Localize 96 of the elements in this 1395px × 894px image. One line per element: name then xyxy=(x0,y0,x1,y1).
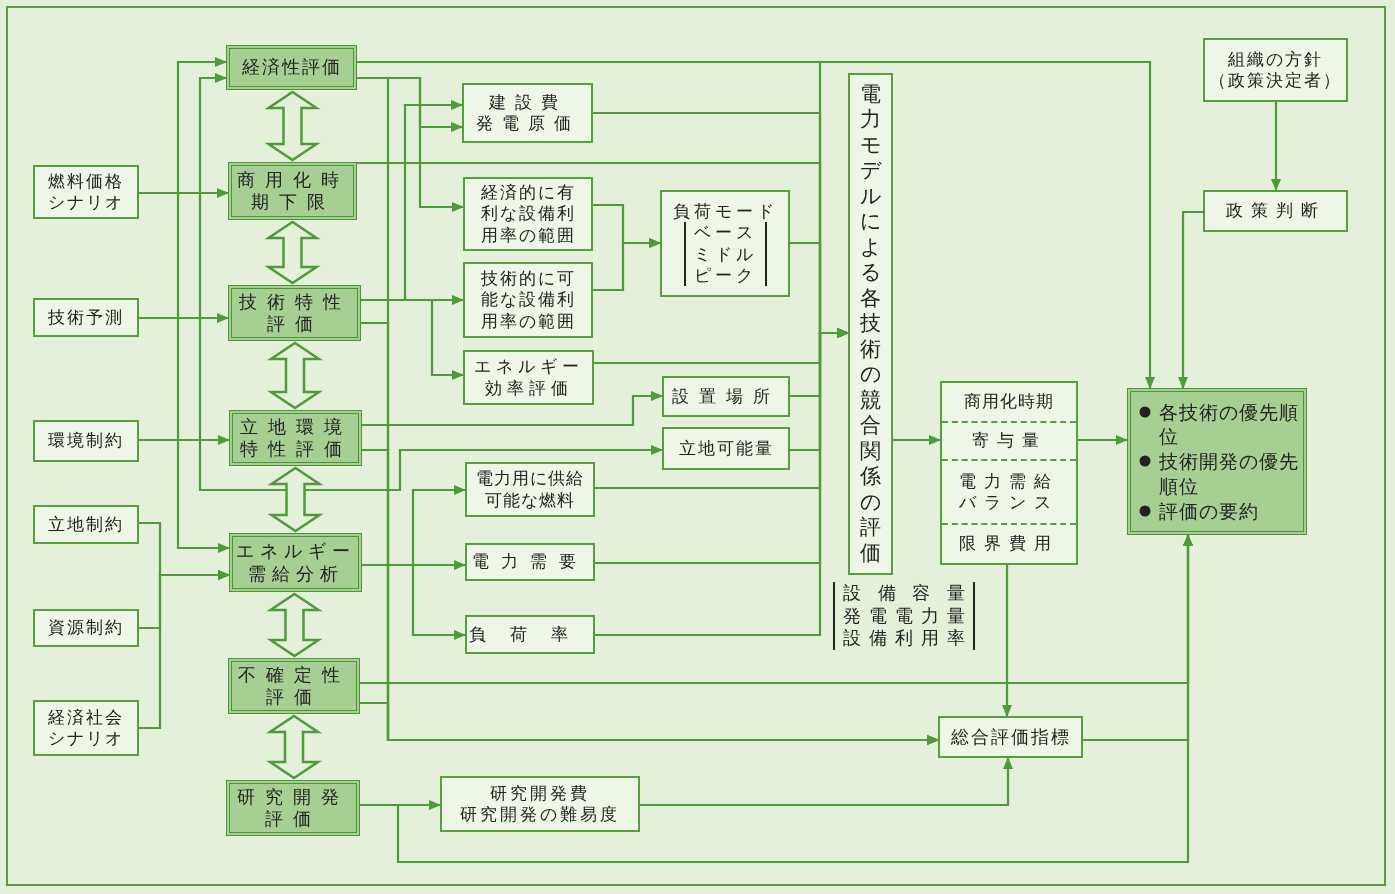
process-box xyxy=(440,776,640,832)
label-text: 政策判断 xyxy=(1225,200,1326,222)
label-text: 組織の方針 xyxy=(1228,48,1323,70)
highlighted-box xyxy=(228,285,361,341)
process-box xyxy=(33,700,139,756)
double-arrow xyxy=(264,220,321,285)
process-box xyxy=(465,462,595,517)
double-arrow xyxy=(264,90,321,162)
arrow xyxy=(640,757,1013,807)
double-arrow xyxy=(267,466,324,533)
arrow xyxy=(1271,102,1281,191)
label-text: 立地可能量 xyxy=(678,437,774,460)
note-text: 設備利用率 xyxy=(843,627,965,650)
arrow xyxy=(139,570,230,730)
label-text: 経済的に有利な設備利用率の範囲 xyxy=(480,182,576,246)
arrow xyxy=(139,191,230,553)
label-text: 建設費 xyxy=(488,91,567,113)
label-text: 経済性評価 xyxy=(241,56,342,79)
process-box xyxy=(1203,190,1348,232)
process-box xyxy=(1203,38,1348,102)
highlighted-box xyxy=(229,410,362,466)
double-arrow xyxy=(265,714,323,780)
process-box xyxy=(463,262,593,338)
arrow xyxy=(1083,534,1193,742)
arrow xyxy=(893,435,941,445)
label-text: 研究開発の難易度 xyxy=(460,804,620,826)
process-box xyxy=(465,543,595,581)
label-text: 限界費用 xyxy=(958,533,1060,555)
highlighted-box xyxy=(226,45,357,90)
label-text: ピーク xyxy=(693,264,757,286)
label-text: 各技術の優先順位 xyxy=(1159,400,1299,448)
arrow xyxy=(1002,565,1012,717)
process-box xyxy=(33,420,139,462)
label-text: 電力需給バランス xyxy=(958,470,1060,514)
highlighted-box xyxy=(1127,388,1307,535)
process-box xyxy=(662,376,790,417)
process-box xyxy=(465,615,595,654)
process-box xyxy=(660,190,790,297)
label-text: （政策決定者） xyxy=(1209,70,1342,92)
arrow xyxy=(595,328,849,637)
label-text: 技術予測 xyxy=(48,306,124,329)
label-text: 研究開発評価 xyxy=(237,785,349,831)
label-text: 電力モデルによる各技術の競合関係の評価 xyxy=(858,81,883,567)
label-text: 技術開発の優先順位 xyxy=(1159,450,1299,497)
label-text: 負荷率 xyxy=(468,623,592,646)
process-box xyxy=(33,609,139,647)
result-table xyxy=(940,381,1078,565)
label-text: 研究開発費 xyxy=(490,782,590,804)
label-text: 負荷モード xyxy=(672,201,778,223)
label-text: エネルギー需給分析 xyxy=(234,540,357,585)
highlighted-box xyxy=(229,533,362,592)
label-text: 立地環境特性評価 xyxy=(239,415,352,461)
label-text: 商用化時期下限 xyxy=(236,168,349,214)
label-text: 技術的に可能な設備利用率の範囲 xyxy=(480,268,576,332)
arrow xyxy=(1178,210,1203,389)
label-text: ミドル xyxy=(693,243,757,265)
process-box xyxy=(33,298,139,337)
label-text: 技術特性評価 xyxy=(238,290,351,336)
label-text: 電力需要 xyxy=(472,551,588,573)
label-text: 発電原価 xyxy=(475,113,580,135)
process-box xyxy=(463,177,593,251)
label-text: 資源制約 xyxy=(48,617,124,639)
note-text: 発電電力量 xyxy=(843,604,965,627)
label-text: 経済社会シナリオ xyxy=(47,706,125,750)
highlighted-box xyxy=(228,162,357,220)
process-box xyxy=(33,165,139,219)
arrow xyxy=(1078,435,1128,445)
label-text: 燃料価格シナリオ xyxy=(47,170,125,214)
label-text: 商用化時期 xyxy=(963,391,1055,413)
label-text: 総合評価指標 xyxy=(950,725,1071,749)
label-text: エネルギー効率評価 xyxy=(472,356,585,399)
arrow xyxy=(362,563,466,640)
arrow xyxy=(593,238,661,292)
process-box xyxy=(662,427,790,470)
process-box xyxy=(938,716,1083,758)
process-box xyxy=(33,505,139,544)
label-text: 環境制約 xyxy=(48,430,124,452)
highlighted-box xyxy=(228,658,360,714)
arrow xyxy=(360,701,939,745)
label-text: 立地制約 xyxy=(48,513,124,536)
label-text: 寄与量 xyxy=(970,430,1048,452)
label-text: 不確定性評価 xyxy=(238,663,350,709)
highlighted-box xyxy=(226,780,360,836)
process-box xyxy=(463,350,594,405)
arrow xyxy=(362,391,663,427)
label-text: ベース xyxy=(693,222,757,244)
double-arrow xyxy=(266,592,323,658)
arrow xyxy=(139,435,230,445)
double-arrow xyxy=(266,341,324,410)
process-box xyxy=(462,83,593,143)
arrow xyxy=(361,298,464,380)
label-text: 評価の要約 xyxy=(1159,499,1259,522)
vertical-box xyxy=(848,73,893,575)
label-text: 電力用に供給可能な燃料 xyxy=(475,468,585,511)
label-text: 設置場所 xyxy=(672,385,780,408)
note-text: 設備容量 xyxy=(843,582,965,605)
